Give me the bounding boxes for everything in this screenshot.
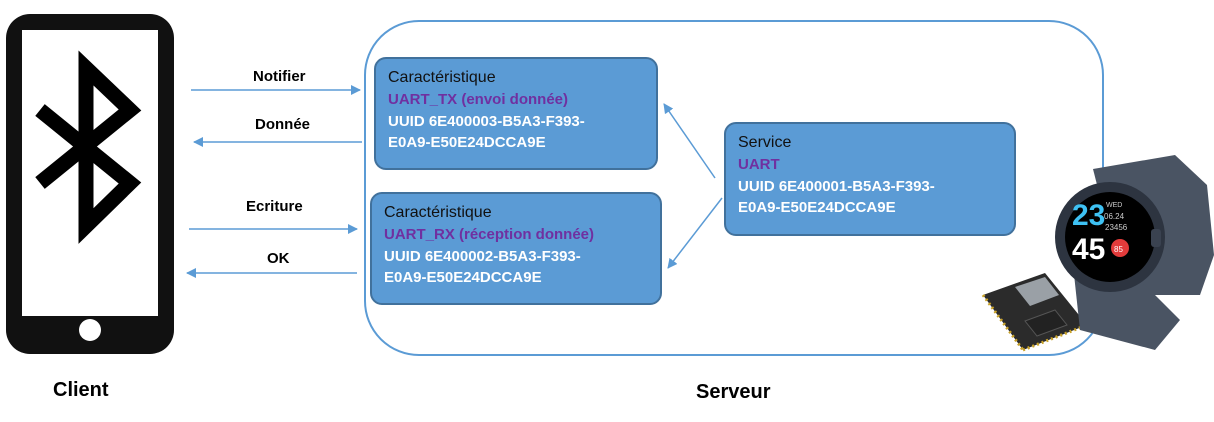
- characteristic-tx-uuid-1: UUID 6E400003-B5A3-F393-: [388, 113, 585, 130]
- watch-heart: 85: [1114, 245, 1123, 254]
- characteristic-rx-box: Caractéristique UART_RX (réception donné…: [370, 192, 662, 305]
- characteristic-tx-heading: Caractéristique: [388, 69, 496, 86]
- watch-date: 06.24: [1104, 212, 1125, 221]
- notifier-label: Notifier: [253, 68, 306, 85]
- characteristic-rx-uuid-2: E0A9-E50E24DCCA9E: [384, 269, 542, 286]
- bluetooth-icon: [35, 50, 142, 244]
- characteristic-tx-name: UART_TX (envoi donnée): [388, 91, 569, 108]
- watch-minutes: 45: [1072, 233, 1105, 266]
- hardware-illustration: 23 45 WED 06.24 23456 85: [981, 155, 1214, 352]
- service-to-rx-arrow: [667, 197, 723, 269]
- service-name: UART: [738, 156, 780, 173]
- characteristic-rx-heading: Caractéristique: [384, 204, 492, 221]
- service-heading: Service: [738, 134, 792, 151]
- ecriture-label: Ecriture: [246, 198, 303, 215]
- donnee-label: Donnée: [255, 116, 311, 133]
- characteristic-tx-uuid-2: E0A9-E50E24DCCA9E: [388, 134, 546, 151]
- service-uuid-1: UUID 6E400001-B5A3-F393-: [738, 178, 935, 195]
- characteristic-rx-name: UART_RX (réception donnée): [384, 226, 595, 243]
- smartphone-icon: [6, 14, 174, 354]
- service-uuid-2: E0A9-E50E24DCCA9E: [738, 199, 896, 216]
- watch-hours: 23: [1072, 199, 1105, 232]
- characteristic-tx-box: Caractéristique UART_TX (envoi donnée) U…: [374, 57, 658, 170]
- esp8266-board-icon: [981, 273, 1088, 352]
- server-caption: Serveur: [696, 381, 771, 403]
- watch-day: WED: [1106, 202, 1122, 209]
- smartwatch-icon: 23 45 WED 06.24 23456 85: [1055, 155, 1214, 350]
- client-caption: Client: [53, 379, 109, 401]
- characteristic-rx-uuid-1: UUID 6E400002-B5A3-F393-: [384, 248, 581, 265]
- watch-steps: 23456: [1105, 223, 1128, 232]
- service-to-tx-arrow: [663, 103, 716, 179]
- service-box: Service UART UUID 6E400001-B5A3-F393- E0…: [724, 122, 1016, 236]
- ok-label: OK: [267, 250, 290, 267]
